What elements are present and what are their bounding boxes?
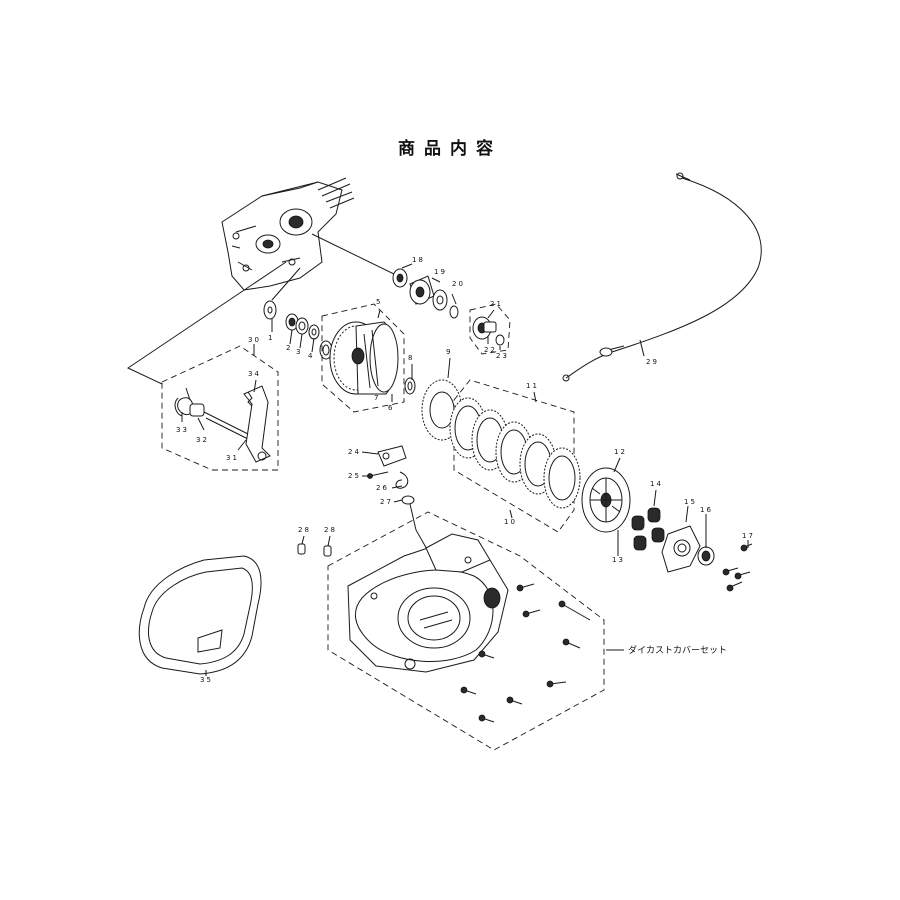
callout-19: 19 bbox=[434, 268, 447, 276]
callout-32: 32 bbox=[196, 436, 209, 444]
bolt-parts bbox=[722, 543, 753, 592]
callout-29: 29 bbox=[646, 358, 659, 366]
callout-13: 13 bbox=[612, 556, 625, 564]
callout-28a: 28 bbox=[298, 526, 311, 534]
callout-21: 21 bbox=[490, 300, 503, 308]
lifter-plate-part bbox=[661, 525, 715, 573]
callout-14: 14 bbox=[650, 480, 663, 488]
callout-28b: 28 bbox=[324, 526, 337, 534]
callout-15: 15 bbox=[684, 498, 697, 506]
callout-16: 16 bbox=[700, 506, 713, 514]
callout-35: 35 bbox=[200, 676, 213, 684]
callout-33: 33 bbox=[176, 426, 189, 434]
lever-parts bbox=[367, 445, 415, 505]
callout-8: 8 bbox=[408, 354, 415, 362]
callout-4: 4 bbox=[308, 352, 315, 360]
cover-bolt-parts bbox=[460, 583, 591, 723]
clutch-cable-part bbox=[562, 172, 762, 382]
callout-34: 34 bbox=[248, 370, 261, 378]
callout-25: 25 bbox=[348, 472, 361, 480]
clutch-center-part bbox=[581, 467, 631, 533]
callout-11: 11 bbox=[526, 382, 539, 390]
callout-10: 10 bbox=[504, 518, 517, 526]
gear-parts bbox=[392, 268, 459, 319]
callout-22: 22 bbox=[484, 346, 497, 354]
diagram-title: 商品内容 bbox=[398, 139, 502, 159]
cover-set-label: ダイカストカバーセット bbox=[628, 646, 728, 656]
dowel-pin-parts bbox=[297, 543, 332, 557]
callout-26: 26 bbox=[376, 484, 389, 492]
callout-23: 23 bbox=[496, 352, 509, 360]
callout-9: 9 bbox=[446, 348, 453, 356]
crankcase-part bbox=[221, 177, 355, 291]
callout-18: 18 bbox=[412, 256, 425, 264]
washer-parts bbox=[263, 300, 333, 360]
callout-2: 2 bbox=[286, 344, 293, 352]
callout-12: 12 bbox=[614, 448, 627, 456]
kick-shaft-part bbox=[174, 385, 271, 463]
callout-5: 5 bbox=[376, 298, 383, 306]
callout-7: 7 bbox=[374, 394, 381, 402]
callout-20: 20 bbox=[452, 280, 465, 288]
clutch-cover-part bbox=[347, 533, 509, 673]
release-part bbox=[472, 316, 505, 346]
callout-31: 31 bbox=[226, 454, 239, 462]
callout-6: 6 bbox=[388, 404, 395, 412]
clutch-plates-part bbox=[449, 397, 581, 509]
gasket-part bbox=[138, 555, 262, 675]
clutch-springs-part bbox=[631, 507, 665, 551]
callout-1: 1 bbox=[268, 334, 275, 342]
callout-27: 27 bbox=[380, 498, 393, 506]
callout-17: 17 bbox=[742, 532, 755, 540]
clutch-outer-part bbox=[329, 321, 399, 395]
callout-30: 30 bbox=[248, 336, 261, 344]
callout-3: 3 bbox=[296, 348, 303, 356]
callout-24: 24 bbox=[348, 448, 361, 456]
leader-lines bbox=[181, 263, 749, 676]
